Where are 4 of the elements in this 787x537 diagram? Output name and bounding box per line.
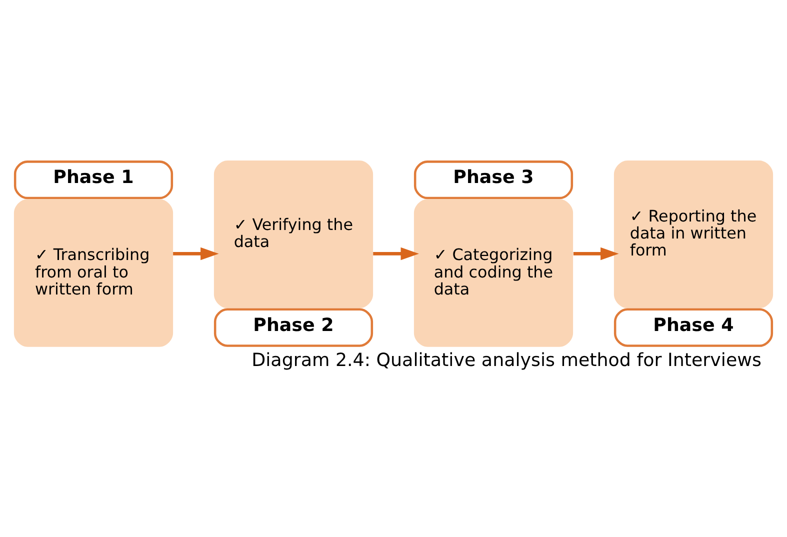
arrow [173, 247, 219, 260]
arrow [373, 247, 419, 260]
arrow [573, 247, 619, 260]
caption: Diagram 2.4: Qualitative analysis method for Interviews [252, 350, 762, 371]
